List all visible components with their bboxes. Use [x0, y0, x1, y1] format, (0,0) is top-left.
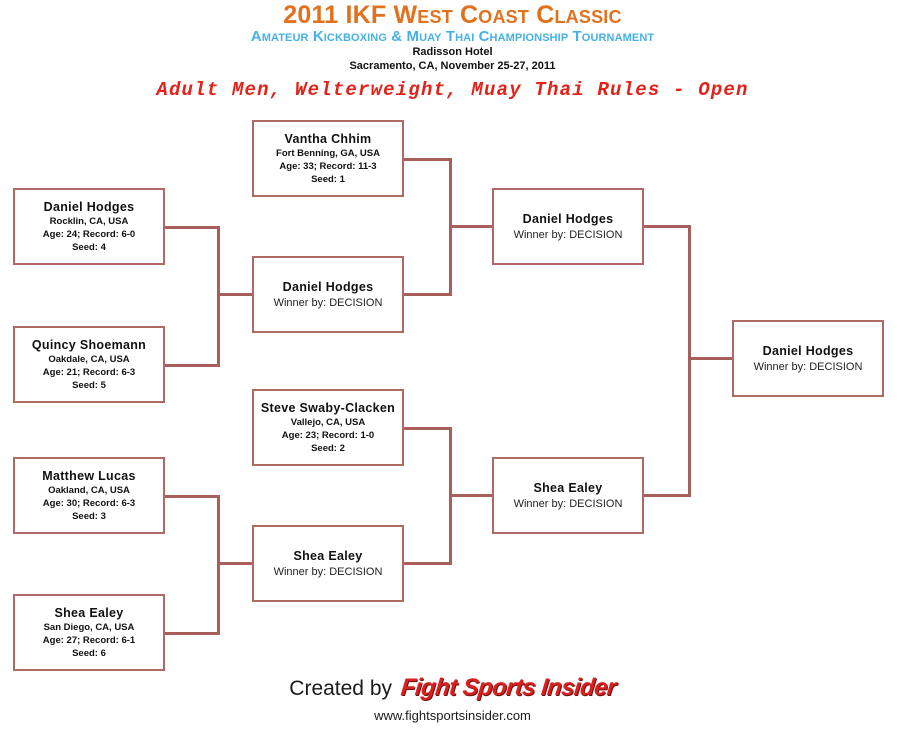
fighter-name: Daniel Hodges	[762, 343, 854, 358]
fighter-seed: Seed: 5	[72, 380, 106, 391]
bracket-node-r2-winner-daniel-hodges[interactable]: Daniel Hodges Winner by: DECISION	[252, 256, 404, 333]
fighter-name: Steve Swaby-Clacken	[260, 401, 396, 415]
fighter-hometown: Rocklin, CA, USA	[49, 216, 129, 227]
bracket-node-sf-daniel-hodges[interactable]: Daniel Hodges Winner by: DECISION	[492, 188, 644, 265]
connector-r1b-bottom-out	[165, 632, 220, 635]
fighter-seed: Seed: 6	[72, 648, 106, 659]
credit-row: Created by Fight Sports Insider	[0, 674, 905, 702]
fighter-name: Daniel Hodges	[43, 200, 135, 214]
fighter-name: Daniel Hodges	[282, 279, 374, 294]
fighter-seed: Seed: 2	[311, 443, 345, 454]
page-title: 2011 IKF West Coast Classic	[283, 1, 622, 29]
fighter-hometown: Fort Benning, GA, USA	[276, 148, 380, 159]
fighter-name: Shea Ealey	[54, 606, 124, 620]
connector-r1a-top-out	[165, 226, 220, 229]
fighter-seed: Seed: 4	[72, 242, 106, 253]
connector-sf-top-out	[641, 225, 691, 228]
fighter-hometown: Oakland, CA, USA	[48, 485, 130, 496]
fighter-name: Quincy Shoemann	[31, 338, 147, 352]
fighter-name: Daniel Hodges	[522, 211, 614, 226]
venue-name: Radisson Hotel	[412, 46, 493, 58]
fighter-result: Winner by: DECISION	[753, 360, 863, 373]
bracket-node-r2-vantha-chhim[interactable]: Vantha Chhim Fort Benning, GA, USA Age: …	[252, 120, 404, 197]
bracket-node-r2-winner-shea-ealey[interactable]: Shea Ealey Winner by: DECISION	[252, 525, 404, 602]
bracket-node-r1-shea-ealey[interactable]: Shea Ealey San Diego, CA, USA Age: 27; R…	[13, 594, 165, 671]
connector-sf-bottom-out	[641, 494, 691, 497]
credit-prefix: Created by	[289, 677, 393, 700]
fighter-hometown: Vallejo, CA, USA	[290, 417, 366, 428]
fighter-stats: Age: 24; Record: 6-0	[42, 229, 136, 240]
page-header: 2011 IKF West Coast Classic Amateur Kick…	[0, 0, 905, 103]
bracket-node-r2-steve-swaby-clacken[interactable]: Steve Swaby-Clacken Vallejo, CA, USA Age…	[252, 389, 404, 466]
division-title: Adult Men, Welterweight, Muay Thai Rules…	[156, 79, 749, 101]
bracket-node-final-champion[interactable]: Daniel Hodges Winner by: DECISION	[732, 320, 884, 397]
page-footer: Created by Fight Sports Insider www.figh…	[0, 674, 905, 724]
connector-r2a-to-sf	[449, 225, 494, 228]
connector-r2a-top-out	[402, 158, 452, 161]
fighter-name: Vantha Chhim	[284, 132, 372, 146]
connector-sf-vertical	[688, 225, 691, 497]
venue-location-date: Sacramento, CA, November 25-27, 2011	[349, 60, 556, 72]
brand-logo-text: Fight Sports Insider	[399, 674, 618, 701]
website-url[interactable]: www.fightsportsinsider.com	[374, 708, 531, 723]
connector-sf-to-final	[688, 357, 734, 360]
connector-r2a-bottom-out	[402, 293, 452, 296]
fighter-seed: Seed: 1	[311, 174, 345, 185]
connector-r2b-bottom-out	[402, 562, 452, 565]
bracket-node-sf-shea-ealey[interactable]: Shea Ealey Winner by: DECISION	[492, 457, 644, 534]
fighter-result: Winner by: DECISION	[513, 228, 623, 241]
fighter-result: Winner by: DECISION	[273, 296, 383, 309]
fighter-stats: Age: 23; Record: 1-0	[281, 430, 375, 441]
fighter-stats: Age: 21; Record: 6-3	[42, 367, 136, 378]
connector-r2b-to-sf	[449, 494, 494, 497]
fighter-name: Shea Ealey	[533, 480, 603, 495]
fighter-result: Winner by: DECISION	[273, 565, 383, 578]
connector-r2b-top-out	[402, 427, 452, 430]
bracket-node-r1-quincy-shoemann[interactable]: Quincy Shoemann Oakdale, CA, USA Age: 21…	[13, 326, 165, 403]
bracket-node-r1-matthew-lucas[interactable]: Matthew Lucas Oakland, CA, USA Age: 30; …	[13, 457, 165, 534]
connector-r1a-vertical	[217, 226, 220, 367]
fighter-result: Winner by: DECISION	[513, 497, 623, 510]
connector-r1a-bottom-out	[165, 364, 220, 367]
fighter-hometown: Oakdale, CA, USA	[48, 354, 130, 365]
connector-r1b-to-r2	[217, 562, 253, 565]
connector-r1b-vertical	[217, 495, 220, 635]
fighter-seed: Seed: 3	[72, 511, 106, 522]
fighter-name: Matthew Lucas	[42, 469, 136, 483]
fighter-hometown: San Diego, CA, USA	[43, 622, 135, 633]
connector-r1b-top-out	[165, 495, 220, 498]
fighter-stats: Age: 30; Record: 6-3	[42, 498, 136, 509]
fighter-name: Shea Ealey	[293, 548, 363, 563]
bracket-node-r1-daniel-hodges[interactable]: Daniel Hodges Rocklin, CA, USA Age: 24; …	[13, 188, 165, 265]
fighter-stats: Age: 33; Record: 11-3	[279, 161, 377, 172]
page-subtitle: Amateur Kickboxing & Muay Thai Champions…	[250, 28, 655, 45]
fighter-stats: Age: 27; Record: 6-1	[42, 635, 136, 646]
connector-r1a-to-r2	[217, 293, 253, 296]
